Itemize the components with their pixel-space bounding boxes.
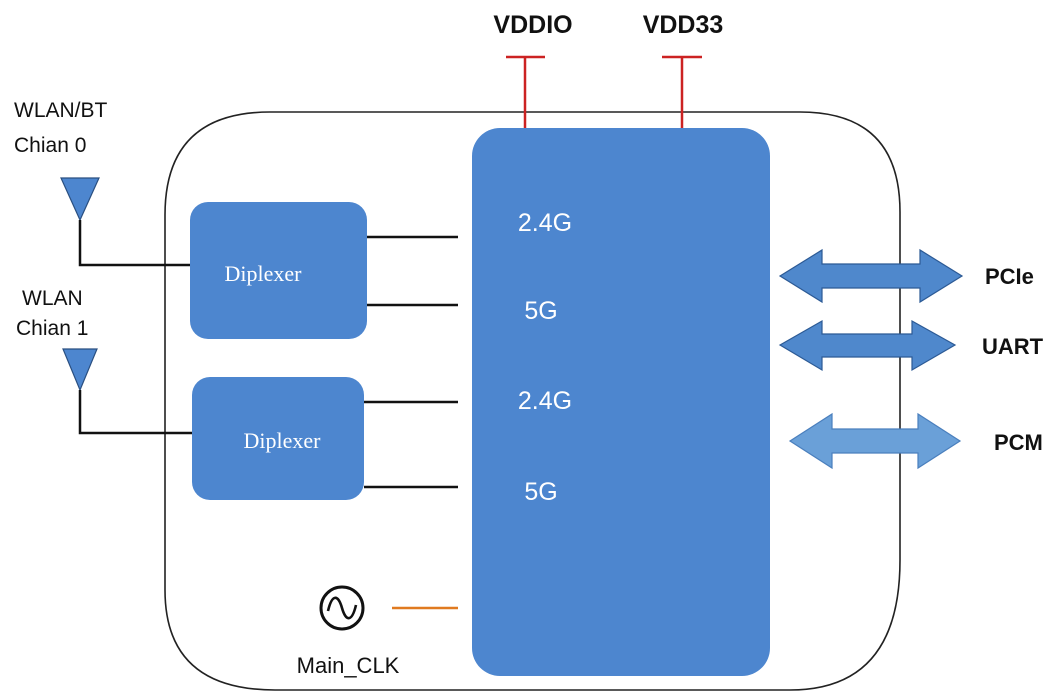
vdd33-label: VDD33 [643,11,724,39]
wifi-chip-block [472,128,770,676]
diplexer-top-label: Diplexer [225,261,303,286]
uart-bidirectional-arrow [778,319,957,372]
pcie-bidirectional-arrow [778,248,964,304]
uart-label: UART [982,334,1044,359]
band-label-2g-top: 2.4G [518,209,572,237]
pcie-label: PCIe [985,264,1034,289]
band-label-2g-bottom: 2.4G [518,387,572,415]
chain0-label-line1: WLAN/BT [14,99,108,122]
diplexer-bottom-label: Diplexer [244,428,322,453]
module-outline [164,111,901,691]
diplexer-to-chip-wires [364,235,458,489]
oscillator-icon [319,585,365,631]
antenna-chain1-feed [78,390,192,435]
antenna-chain0-feed [78,220,190,267]
chain0-label-line2: Chian 0 [14,134,86,157]
diplexer-bottom [192,377,364,500]
antenna-chain1-icon [62,348,98,392]
chain1-label-line2: Chian 1 [16,317,88,340]
vddio-label: VDDIO [493,11,572,39]
band-label-5g-bottom: 5G [524,478,557,506]
vddio-pin [506,55,545,128]
vdd33-pin [662,55,702,128]
main-clk-label: Main_CLK [297,653,400,678]
pcm-bidirectional-arrow [788,412,962,470]
chain1-label-line1: WLAN [22,287,83,310]
pcm-label: PCM [994,430,1043,455]
antenna-chain0-icon [60,177,100,222]
diplexer-top [190,202,367,339]
band-label-5g-top: 5G [524,297,557,325]
